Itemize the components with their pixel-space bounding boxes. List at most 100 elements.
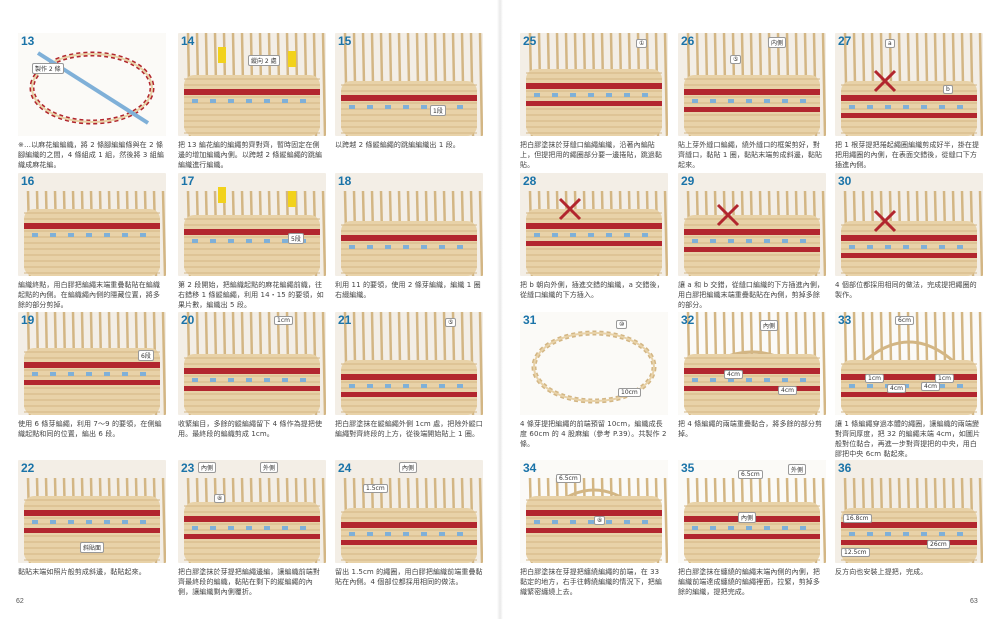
basket-illustration [520, 33, 668, 136]
step-number: 19 [21, 313, 35, 327]
step-number: 17 [181, 174, 195, 188]
step-photo [18, 460, 166, 563]
basket-illustration [678, 173, 826, 276]
step-caption: 收緊編目，多餘的縱編繩留下 4 條作為提把使用。最終段的編織剪成 1cm。 [178, 420, 323, 439]
step-13: 13 製作 2 條 ※…以麻花編編織，將 2 條腳編編條與在 2 條腳編織的之間，4… [18, 33, 166, 176]
step-caption: ※…以麻花編編織，將 2 條腳編編條與在 2 條腳編織的之間，4 條組成 1 組… [18, 141, 164, 170]
basket-illustration [178, 33, 326, 136]
step-caption: 把 13 編花編的編繩剪齊對齊，暫時固定在側邊的增加編織內側。以跨越 2 條縱編… [178, 141, 323, 170]
basket-illustration [18, 460, 166, 563]
photo-label: 4cm [887, 384, 906, 393]
step-number: 15 [338, 34, 352, 48]
step-photo [178, 312, 326, 415]
basket-illustration [520, 173, 668, 276]
photo-label: 26cm [927, 540, 950, 549]
step-photo [678, 173, 826, 276]
step-number: 33 [838, 313, 852, 327]
step-photo [678, 312, 826, 415]
step-caption: 讓 1 條編繩穿過本體的繩圈，讓編織的兩端變對齊同厚度，把 32 的編繩末端 4… [835, 420, 981, 459]
step-caption: 把 b 朝向外側，插進交錯的編織，a 交錯後，從縫口編織的下方插入。 [520, 281, 664, 300]
photo-label: 6cm [895, 316, 914, 325]
basket-illustration [335, 460, 483, 563]
basket-illustration [678, 33, 826, 136]
step-caption: 黏貼末端如照片般剪成斜邊，黏貼起來。 [18, 568, 146, 576]
photo-label: 1cm [935, 374, 954, 383]
step-number: 20 [181, 313, 195, 327]
photo-label: a [885, 39, 895, 48]
step-number: 28 [523, 174, 537, 188]
page-number-right: 63 [970, 598, 978, 605]
step-caption: 第 2 段開始，把編織起點的麻花編繩前織，往右錯移 1 條縱編繩，利用 14・1… [178, 281, 324, 310]
step-number: 14 [181, 34, 195, 48]
basket-illustration [178, 312, 326, 415]
step-caption: 把白膠塗抹於芽縫口編繩編織，沿著內編貼上，但提把用的繩圈部分要一邊捲貼，跳過黏貼… [520, 141, 662, 170]
step-caption: 把白膠塗抹在縱編繩外側 1cm 處，把除外縱口編繩對齊終段的上方，從後端開始貼上… [335, 420, 483, 439]
basket-illustration [18, 312, 166, 415]
step-number: 35 [681, 461, 695, 475]
step-photo [520, 33, 668, 136]
step-caption: 以跨越 2 條縱編繩的跳編編織出 1 段。 [335, 141, 460, 149]
step-19: 19 6段使用 6 條芽編繩，利用 7～9 的要領，在側編織起點和同的位置，編出 … [18, 312, 166, 455]
basket-illustration [335, 33, 483, 136]
step-photo [835, 33, 983, 136]
step-photo [520, 460, 668, 563]
step-photo [678, 33, 826, 136]
basket-illustration [520, 312, 668, 415]
photo-label: 6.5cm [738, 470, 763, 479]
step-number: 13 [21, 34, 35, 48]
basket-illustration [178, 460, 326, 563]
step-number: 29 [681, 174, 695, 188]
photo-label: 6段 [138, 350, 154, 361]
step-28: 28 把 b 朝向外側，插進交錯的編織，a 交錯後，從縫口編織的下方插入。 [520, 173, 668, 316]
photo-label: ⑧ [214, 494, 226, 503]
step-photo [835, 460, 983, 563]
photo-label: 內側 [198, 462, 217, 473]
photo-label: 內側 [760, 320, 779, 331]
photo-label: 1cm [865, 374, 884, 383]
basket-illustration [178, 173, 326, 276]
step-number: 30 [838, 174, 852, 188]
step-caption: 使用 6 條芽編繩，利用 7～9 的要領，在側編織起點和同的位置，編出 6 段。 [18, 420, 162, 439]
step-number: 31 [523, 313, 537, 327]
step-number: 32 [681, 313, 695, 327]
photo-label: 1段 [430, 105, 446, 116]
basket-illustration [335, 312, 483, 415]
basket-illustration [835, 173, 983, 276]
basket-illustration [835, 460, 983, 563]
step-photo [335, 460, 483, 563]
basket-illustration [835, 312, 983, 415]
step-caption: 把 4 條編繩的兩端重疊黏合，將多餘的部分剪掉。 [678, 420, 823, 439]
photo-label: 內側 [399, 462, 418, 473]
step-photo [178, 173, 326, 276]
photo-label: ① [636, 39, 648, 48]
step-photo [335, 173, 483, 276]
step-photo [520, 173, 668, 276]
step-photo [835, 173, 983, 276]
photo-label: 4cm [921, 382, 940, 391]
photo-label: 内側 [768, 37, 787, 48]
step-caption: 貼上芽外縫口編繩，繞外縫口的框架剪好，對齊縫口，黏貼 1 圈，黏貼末端剪成斜邊，… [678, 141, 823, 170]
photo-label: 斜貼面 [80, 542, 105, 553]
step-caption: 把 1 根芽提把捲起繩圈編織剪成好半，掛在提把用繩圈的內側，在表面交錯後，從縫口… [835, 141, 980, 170]
step-caption: 4 條芽提把編繩的前端預留 10cm，編織成長度 60cm 的 4 股麻編（參考… [520, 420, 667, 449]
step-photo [18, 312, 166, 415]
step-photo [335, 312, 483, 415]
photo-label: 5段 [288, 233, 304, 244]
page-number-left: 62 [16, 598, 24, 605]
step-photo [335, 33, 483, 136]
basket-illustration [18, 173, 166, 276]
photo-label: 製作 2 條 [32, 63, 64, 74]
step-number: 23 [181, 461, 195, 475]
